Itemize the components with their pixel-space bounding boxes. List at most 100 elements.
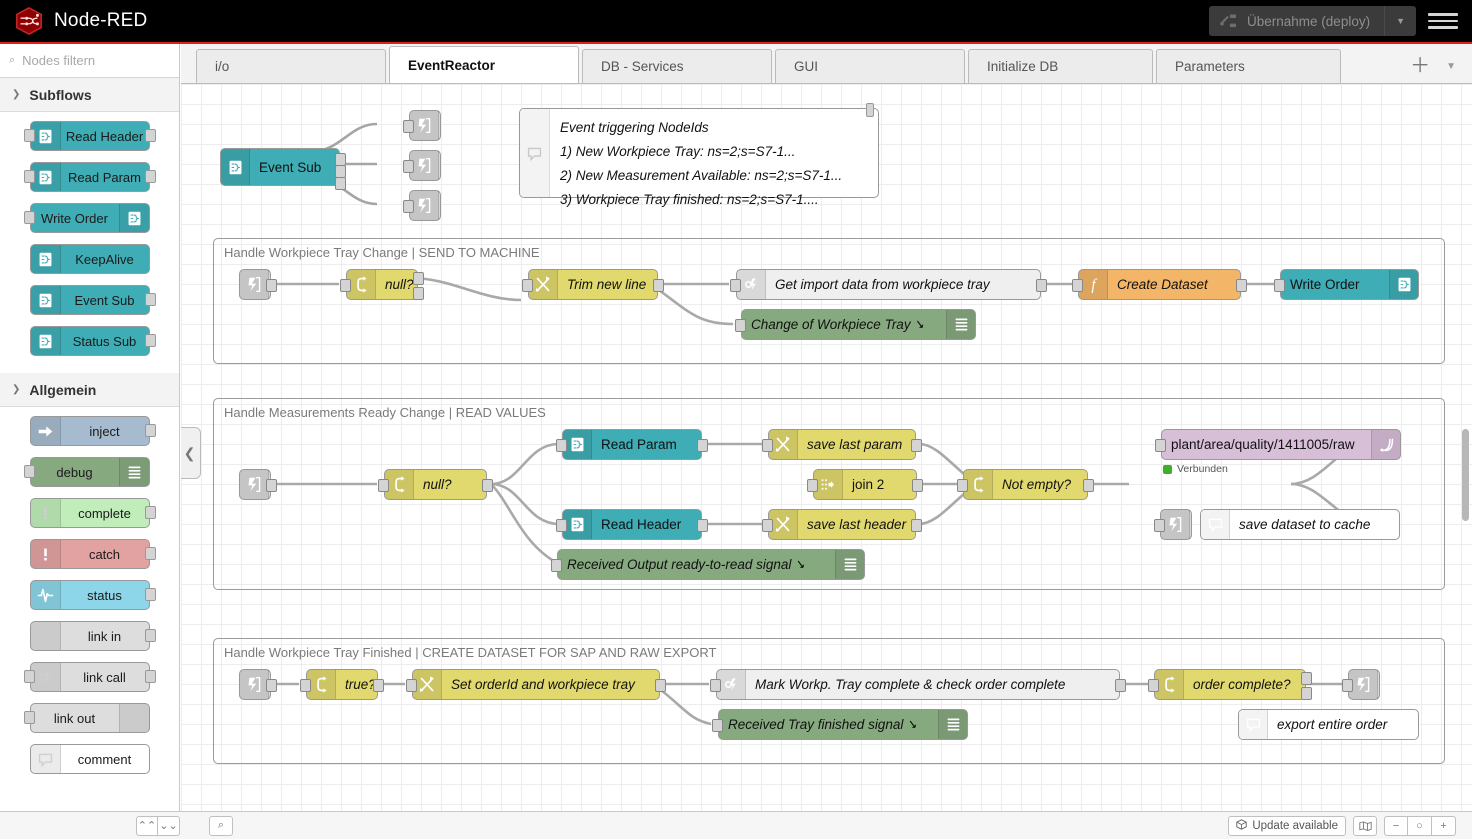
node-debug-received-output-ready-signal[interactable]: Received Output ready-to-read signal ⭨ [557,549,865,580]
palette-node-inject[interactable]: inject [30,416,150,446]
node-input-port[interactable] [556,439,567,452]
hamburger-menu-icon[interactable] [1428,6,1458,36]
node-output-port[interactable] [266,479,277,492]
node-input-port[interactable] [1154,519,1165,532]
node-link-out-3[interactable] [409,190,441,221]
node-link-in-g3[interactable] [239,669,271,700]
node-output-port[interactable] [653,279,664,292]
zoom-in-button[interactable]: + [1432,816,1456,836]
node-output-port[interactable] [266,279,277,292]
node-link-out-2[interactable] [409,150,441,181]
node-switch-null-g1[interactable]: null? [346,269,418,300]
palette-node-debug[interactable]: debug [30,457,150,487]
node-link-out-1[interactable] [409,110,441,141]
update-available-button[interactable]: Update available [1228,816,1346,836]
palette-node-link-out[interactable]: link out [30,703,150,733]
node-subflow-read-param[interactable]: Read Param [562,429,702,460]
palette-node-read-header[interactable]: Read Header [30,121,150,151]
tab-db-services[interactable]: DB - Services [582,49,772,83]
node-input-port[interactable] [1155,439,1166,452]
node-subflow-write-order[interactable]: Write Order [1280,269,1419,300]
node-output-port[interactable] [1301,672,1312,685]
node-input-port[interactable] [24,711,35,724]
deploy-button[interactable]: Übernahme (deploy) ▼ [1209,6,1416,36]
node-output-port[interactable] [145,506,156,519]
node-switch-order-complete[interactable]: order complete? [1154,669,1306,700]
node-input-port[interactable] [762,519,773,532]
palette-node-link-call[interactable]: link call [30,662,150,692]
node-input-port[interactable] [406,679,417,692]
node-output-port[interactable] [912,479,923,492]
node-output-port[interactable] [697,439,708,452]
palette-category-allgemein[interactable]: ❯ Allgemein [0,373,179,407]
node-output-port[interactable] [1036,279,1047,292]
node-input-port[interactable] [807,479,818,492]
node-output-port[interactable] [145,588,156,601]
chevrons-down-icon[interactable]: ⌄⌄ [158,816,180,836]
node-output-port[interactable] [413,287,424,300]
palette-node-status-sub[interactable]: Status Sub [30,326,150,356]
palette-node-status[interactable]: status [30,580,150,610]
node-input-port[interactable] [712,719,723,732]
palette-node-link-in[interactable]: link in [30,621,150,651]
palette-node-read-param[interactable]: Read Param [30,162,150,192]
node-subflow-read-header[interactable]: Read Header [562,509,702,540]
node-output-port[interactable] [413,272,424,285]
node-switch-null-g2[interactable]: null? [384,469,487,500]
node-input-port[interactable] [556,519,567,532]
node-input-port[interactable] [340,279,351,292]
node-comment-save-dataset-to-cache[interactable]: save dataset to cache [1200,509,1400,540]
palette-scroll-area[interactable]: ❯ Subflows Read Header Read ParamWrite O… [0,78,179,811]
node-change-save-last-param[interactable]: save last param [768,429,916,460]
sidebar-collapse-handle[interactable]: ❮ [181,427,201,479]
node-input-port[interactable] [24,129,35,142]
node-change-save-last-header[interactable]: save last header [768,509,916,540]
tab-eventreactor[interactable]: EventReactor [389,46,579,83]
palette-node-complete[interactable]: complete [30,498,150,528]
node-input-port[interactable] [24,211,35,224]
node-join-2[interactable]: join 2 [813,469,917,500]
node-input-port[interactable] [522,279,533,292]
node-change-set-orderid-and-workpiece-tray[interactable]: Set orderId and workpiece tray [412,669,660,700]
node-output-port[interactable] [266,679,277,692]
node-input-port[interactable] [1274,279,1285,292]
node-input-port[interactable] [300,679,311,692]
canvas-vertical-scrollbar[interactable] [1462,429,1469,521]
zoom-reset-button[interactable]: ○ [1408,816,1432,836]
flow-list-chevron-icon[interactable]: ▼ [1446,61,1456,72]
tab-parameters[interactable]: Parameters [1156,49,1341,83]
node-debug-change-of-workpiece-tray[interactable]: Change of Workpiece Tray ⭨ [741,309,976,340]
node-output-port[interactable] [482,479,493,492]
node-comment-export-entire-order[interactable]: export entire order [1238,709,1419,740]
canvas-search-button[interactable]: ⌕ [209,816,233,836]
node-input-port[interactable] [551,559,562,572]
node-output-port[interactable] [1301,687,1312,700]
node-input-port[interactable] [957,479,968,492]
node-link-call-mark-workp-tray-complete[interactable]: Mark Workp. Tray complete & check order … [716,669,1120,700]
node-output-port[interactable] [1115,679,1126,692]
node-change-trim-new-line[interactable]: Trim new line [528,269,658,300]
node-switch-true[interactable]: true? [306,669,378,700]
node-output-port[interactable] [335,177,346,190]
node-output-port[interactable] [373,679,384,692]
node-function-create-dataset[interactable]: fCreate Dataset [1078,269,1241,300]
node-input-port[interactable] [730,279,741,292]
palette-node-catch[interactable]: catch [30,539,150,569]
node-comment-event-ids[interactable]: Event triggering NodeIds1) New Workpiece… [519,108,879,198]
node-input-port[interactable] [1342,679,1353,692]
node-input-port[interactable] [735,319,746,332]
node-output-port[interactable] [145,629,156,642]
node-input-port[interactable] [403,200,414,213]
node-input-port[interactable] [24,670,35,683]
palette-node-event-sub[interactable]: Event Sub [30,285,150,315]
node-link-out-g2[interactable] [1160,509,1192,540]
node-input-port[interactable] [24,170,35,183]
node-input-port[interactable] [378,479,389,492]
node-event-sub[interactable]: Event Sub [220,148,340,186]
node-output-port[interactable] [145,334,156,347]
node-link-in-g2[interactable] [239,469,271,500]
node-input-port[interactable] [24,465,35,478]
chevrons-up-icon[interactable]: ⌃⌃ [136,816,158,836]
tab-gui[interactable]: GUI [775,49,965,83]
node-input-port[interactable] [403,160,414,173]
